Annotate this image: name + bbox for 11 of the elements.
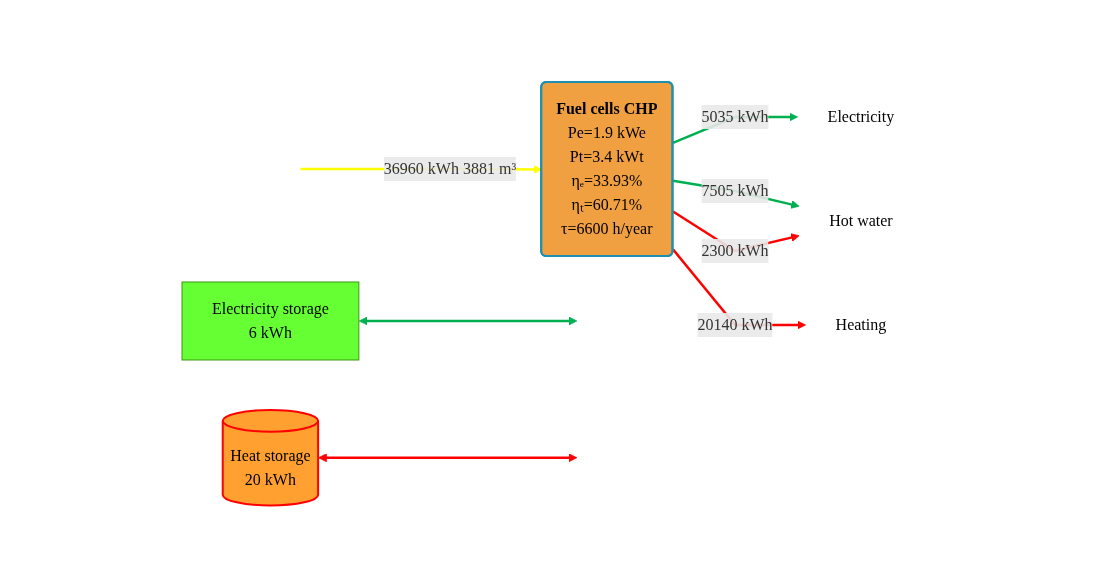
node-text: Hot water [829,211,894,229]
edge-label: 5035 kWh [701,107,769,125]
edge-label: 20140 kWh [697,315,773,333]
edge-label: 7505 kWh [701,181,769,199]
arrow [318,453,578,462]
edge-label: 36960 kWh 3881 m³ [384,159,517,177]
node-text: Electricity [827,107,895,125]
node-text: Heating [835,315,887,333]
arrow [359,316,578,326]
node-box: Electricity storage 6 kWh [181,281,360,361]
edge-label: 2300 kWh [701,241,769,259]
